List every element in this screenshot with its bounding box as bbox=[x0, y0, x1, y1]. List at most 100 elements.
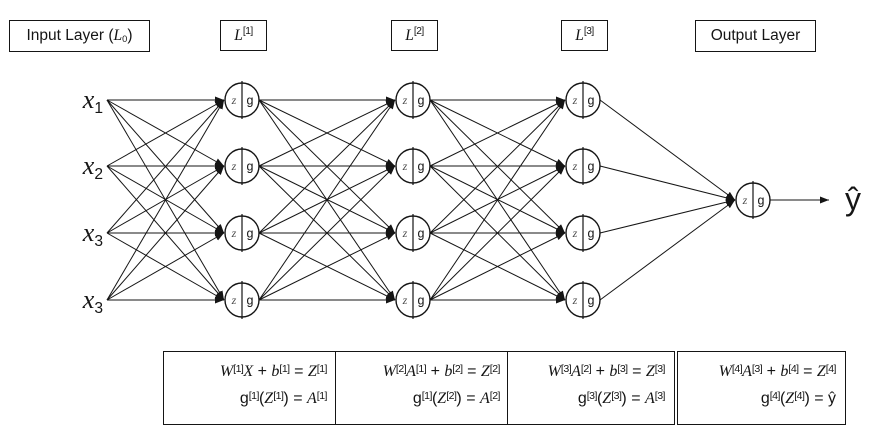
text-segment: [3] bbox=[617, 362, 628, 375]
text-segment: [1] bbox=[316, 362, 328, 375]
text-segment: ) bbox=[621, 390, 627, 407]
text-segment: [1] bbox=[248, 389, 260, 402]
text-segment: [4] bbox=[794, 389, 805, 402]
text-segment: ( bbox=[779, 390, 786, 407]
input-label-x3: x3 bbox=[43, 215, 103, 255]
text-segment: = bbox=[288, 390, 307, 407]
output-layer-title: Output Layer bbox=[695, 20, 816, 52]
text-segment: [3] bbox=[586, 389, 598, 402]
edge-l3-to-output bbox=[599, 99, 736, 201]
text-segment: 2 bbox=[94, 165, 103, 183]
text-segment: x bbox=[82, 218, 95, 247]
text-segment: = bbox=[462, 363, 481, 380]
text-segment: [4] bbox=[731, 362, 743, 375]
neuron-g-label: g bbox=[247, 227, 254, 241]
text-segment: W bbox=[219, 363, 234, 380]
text-segment: [3] bbox=[560, 362, 572, 375]
text-segment: Z bbox=[307, 363, 317, 380]
text-segment: [3] bbox=[583, 25, 594, 37]
text-segment: Z bbox=[264, 390, 274, 407]
text-segment: 3 bbox=[94, 232, 103, 250]
text-segment: [3] bbox=[611, 389, 622, 402]
text-segment: [2] bbox=[446, 389, 457, 402]
text-segment: A bbox=[306, 390, 317, 407]
neuron-z-label: z bbox=[572, 159, 578, 173]
text-segment: [2] bbox=[489, 362, 501, 375]
neuron-z-label: z bbox=[402, 293, 408, 307]
text-segment: [2] bbox=[413, 25, 424, 37]
text-segment: A bbox=[571, 363, 581, 380]
edge-input-to-l1 bbox=[106, 99, 225, 167]
formula-line: g[3](Z[3]) = A[3] bbox=[512, 386, 666, 413]
text-segment: + bbox=[762, 363, 781, 380]
formula-line: g[1](Z[2]) = A[2] bbox=[340, 386, 501, 413]
formula-line: W[3]A[2] + b[3] = Z[3] bbox=[512, 359, 666, 386]
neuron-g-label: g bbox=[418, 94, 425, 108]
neuron-z-label: z bbox=[231, 226, 237, 240]
edge-l1-to-l2 bbox=[258, 99, 396, 301]
text-segment: L bbox=[575, 26, 584, 44]
text-segment: [4] bbox=[769, 389, 781, 402]
input-label-x3-duplicate: x3 bbox=[43, 282, 103, 322]
text-segment: [2] bbox=[580, 362, 592, 375]
text-segment: = bbox=[289, 363, 308, 380]
text-segment: + bbox=[253, 363, 272, 380]
text-segment: ) bbox=[804, 390, 810, 407]
text-segment: [3] bbox=[654, 389, 666, 402]
edge-l2-to-l3 bbox=[429, 165, 566, 301]
text-segment: x bbox=[82, 85, 95, 114]
neuron-z-label: z bbox=[572, 93, 578, 107]
text-segment: b bbox=[444, 363, 453, 380]
text-segment: ( bbox=[596, 390, 603, 407]
text-segment: Z bbox=[437, 390, 447, 407]
neuron-g-label: g bbox=[418, 160, 425, 174]
text-segment: Z bbox=[602, 390, 612, 407]
formula-line: W[4]A[3] + b[4] = Z[4] bbox=[682, 359, 837, 386]
text-segment: A bbox=[479, 390, 490, 407]
neuron-z-label: z bbox=[572, 226, 578, 240]
text-segment: A bbox=[644, 390, 655, 407]
text-segment: = bbox=[626, 390, 645, 407]
edge-input-to-l1 bbox=[106, 99, 225, 301]
l3-title: L[3] bbox=[561, 20, 608, 51]
text-segment: A bbox=[742, 363, 752, 380]
text-segment: 0 bbox=[122, 33, 128, 44]
text-segment: x bbox=[82, 285, 95, 314]
text-segment: L bbox=[405, 26, 414, 44]
text-segment: [1] bbox=[316, 389, 328, 402]
formula-line: g[4](Z[4]) = ŷ bbox=[682, 386, 836, 413]
neuron-z-label: z bbox=[742, 193, 748, 207]
text-segment: A bbox=[406, 363, 416, 380]
input-label-x1: x1 bbox=[43, 82, 103, 122]
neuron-z-label: z bbox=[572, 293, 578, 307]
text-segment: W bbox=[547, 363, 561, 380]
text-segment: Z bbox=[480, 363, 490, 380]
text-segment: [1] bbox=[421, 389, 433, 402]
neuron-g-label: g bbox=[418, 227, 425, 241]
text-segment: [2] bbox=[489, 389, 501, 402]
edge-l2-to-l3 bbox=[429, 232, 566, 301]
text-segment: Output Layer bbox=[710, 27, 801, 44]
text-segment: [1] bbox=[415, 362, 427, 375]
text-segment: [1] bbox=[233, 362, 244, 375]
neuron-z-label: z bbox=[231, 159, 237, 173]
text-segment: ŷ bbox=[828, 390, 836, 407]
neuron-g-label: g bbox=[418, 294, 425, 308]
text-segment: Z bbox=[816, 363, 826, 380]
formula-box-layer3: W[3]A[2] + b[3] = Z[3]g[3](Z[3]) = A[3] bbox=[507, 351, 675, 425]
edge-l3-to-output bbox=[599, 199, 736, 301]
neuron-z-label: z bbox=[402, 226, 408, 240]
text-segment: + bbox=[591, 363, 610, 380]
